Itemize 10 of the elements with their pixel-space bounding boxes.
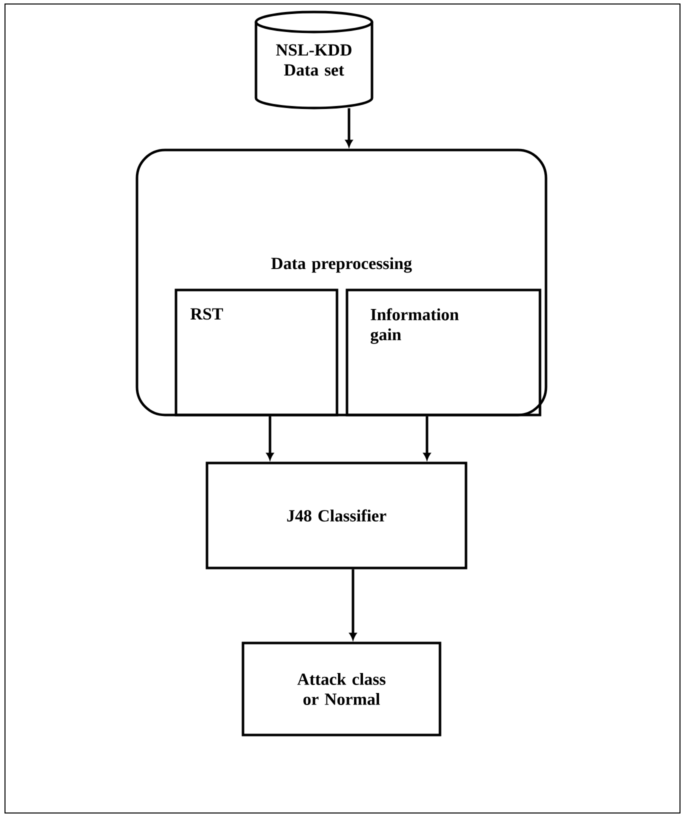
- node-label: NSL-KDD Data set: [276, 44, 352, 76]
- arrow: [266, 416, 274, 460]
- arrow: [423, 416, 431, 460]
- method-box: Information gain: [346, 288, 542, 416]
- arrow: [349, 569, 357, 640]
- database-cylinder: NSL-KDD Data set: [254, 10, 374, 110]
- process-box: J48 Classifier: [206, 462, 468, 570]
- method-box: RST: [174, 288, 338, 416]
- process-box: Attack class or Normal: [242, 642, 442, 736]
- arrow: [345, 108, 353, 147]
